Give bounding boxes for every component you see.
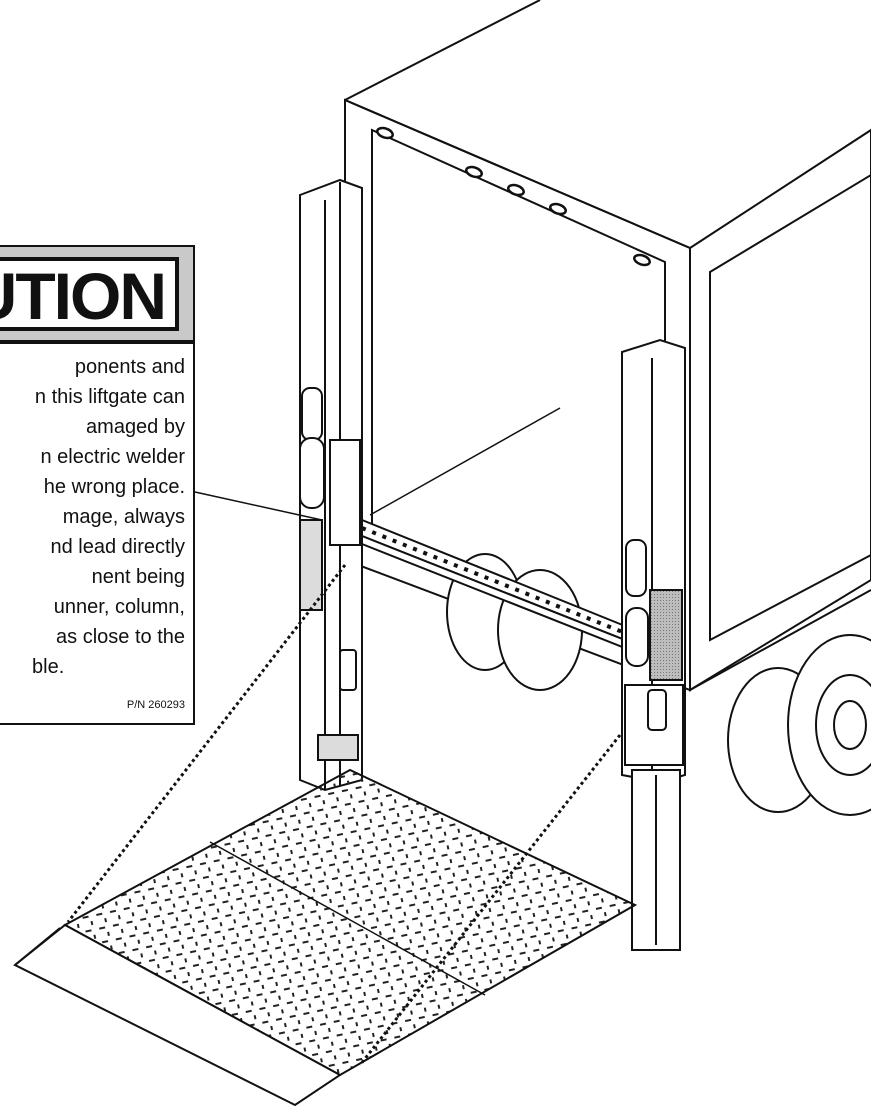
caution-decal-line: mage, always: [62, 506, 185, 528]
caution-decal-title: UTION: [0, 259, 167, 331]
caution-decal-line: nent being: [91, 566, 185, 588]
support-chains: [66, 564, 622, 1066]
caution-decal-header: UTION: [0, 247, 193, 344]
decal-leader-line: [194, 491, 323, 521]
caution-decal-line: ponents and: [74, 356, 185, 378]
caution-decal-part-number: P/N 260293: [126, 699, 185, 711]
caution-decal-line: n electric welder: [40, 446, 185, 468]
caution-decal-line: unner, column,: [53, 596, 185, 618]
platform: [13, 768, 638, 1107]
right-column: [621, 338, 686, 951]
caution-decal-line: n this liftgate can: [34, 386, 185, 408]
caution-decal-line: ble.: [32, 656, 65, 678]
caution-decal-line: nd lead directly: [50, 536, 185, 558]
caution-decal-line: he wrong place.: [43, 476, 185, 498]
caution-decal-title-box: UTION: [0, 257, 179, 331]
caution-decal-body: ponents and n this liftgate can amaged b…: [0, 355, 189, 705]
marker-lights: [376, 126, 651, 267]
caution-decal: UTION ponents and n this liftgate can am…: [0, 245, 195, 725]
caution-decal-line: amaged by: [86, 416, 185, 438]
truck-body: [344, 0, 871, 692]
caution-decal-line: as close to the: [56, 626, 185, 648]
left-column: [299, 178, 363, 792]
